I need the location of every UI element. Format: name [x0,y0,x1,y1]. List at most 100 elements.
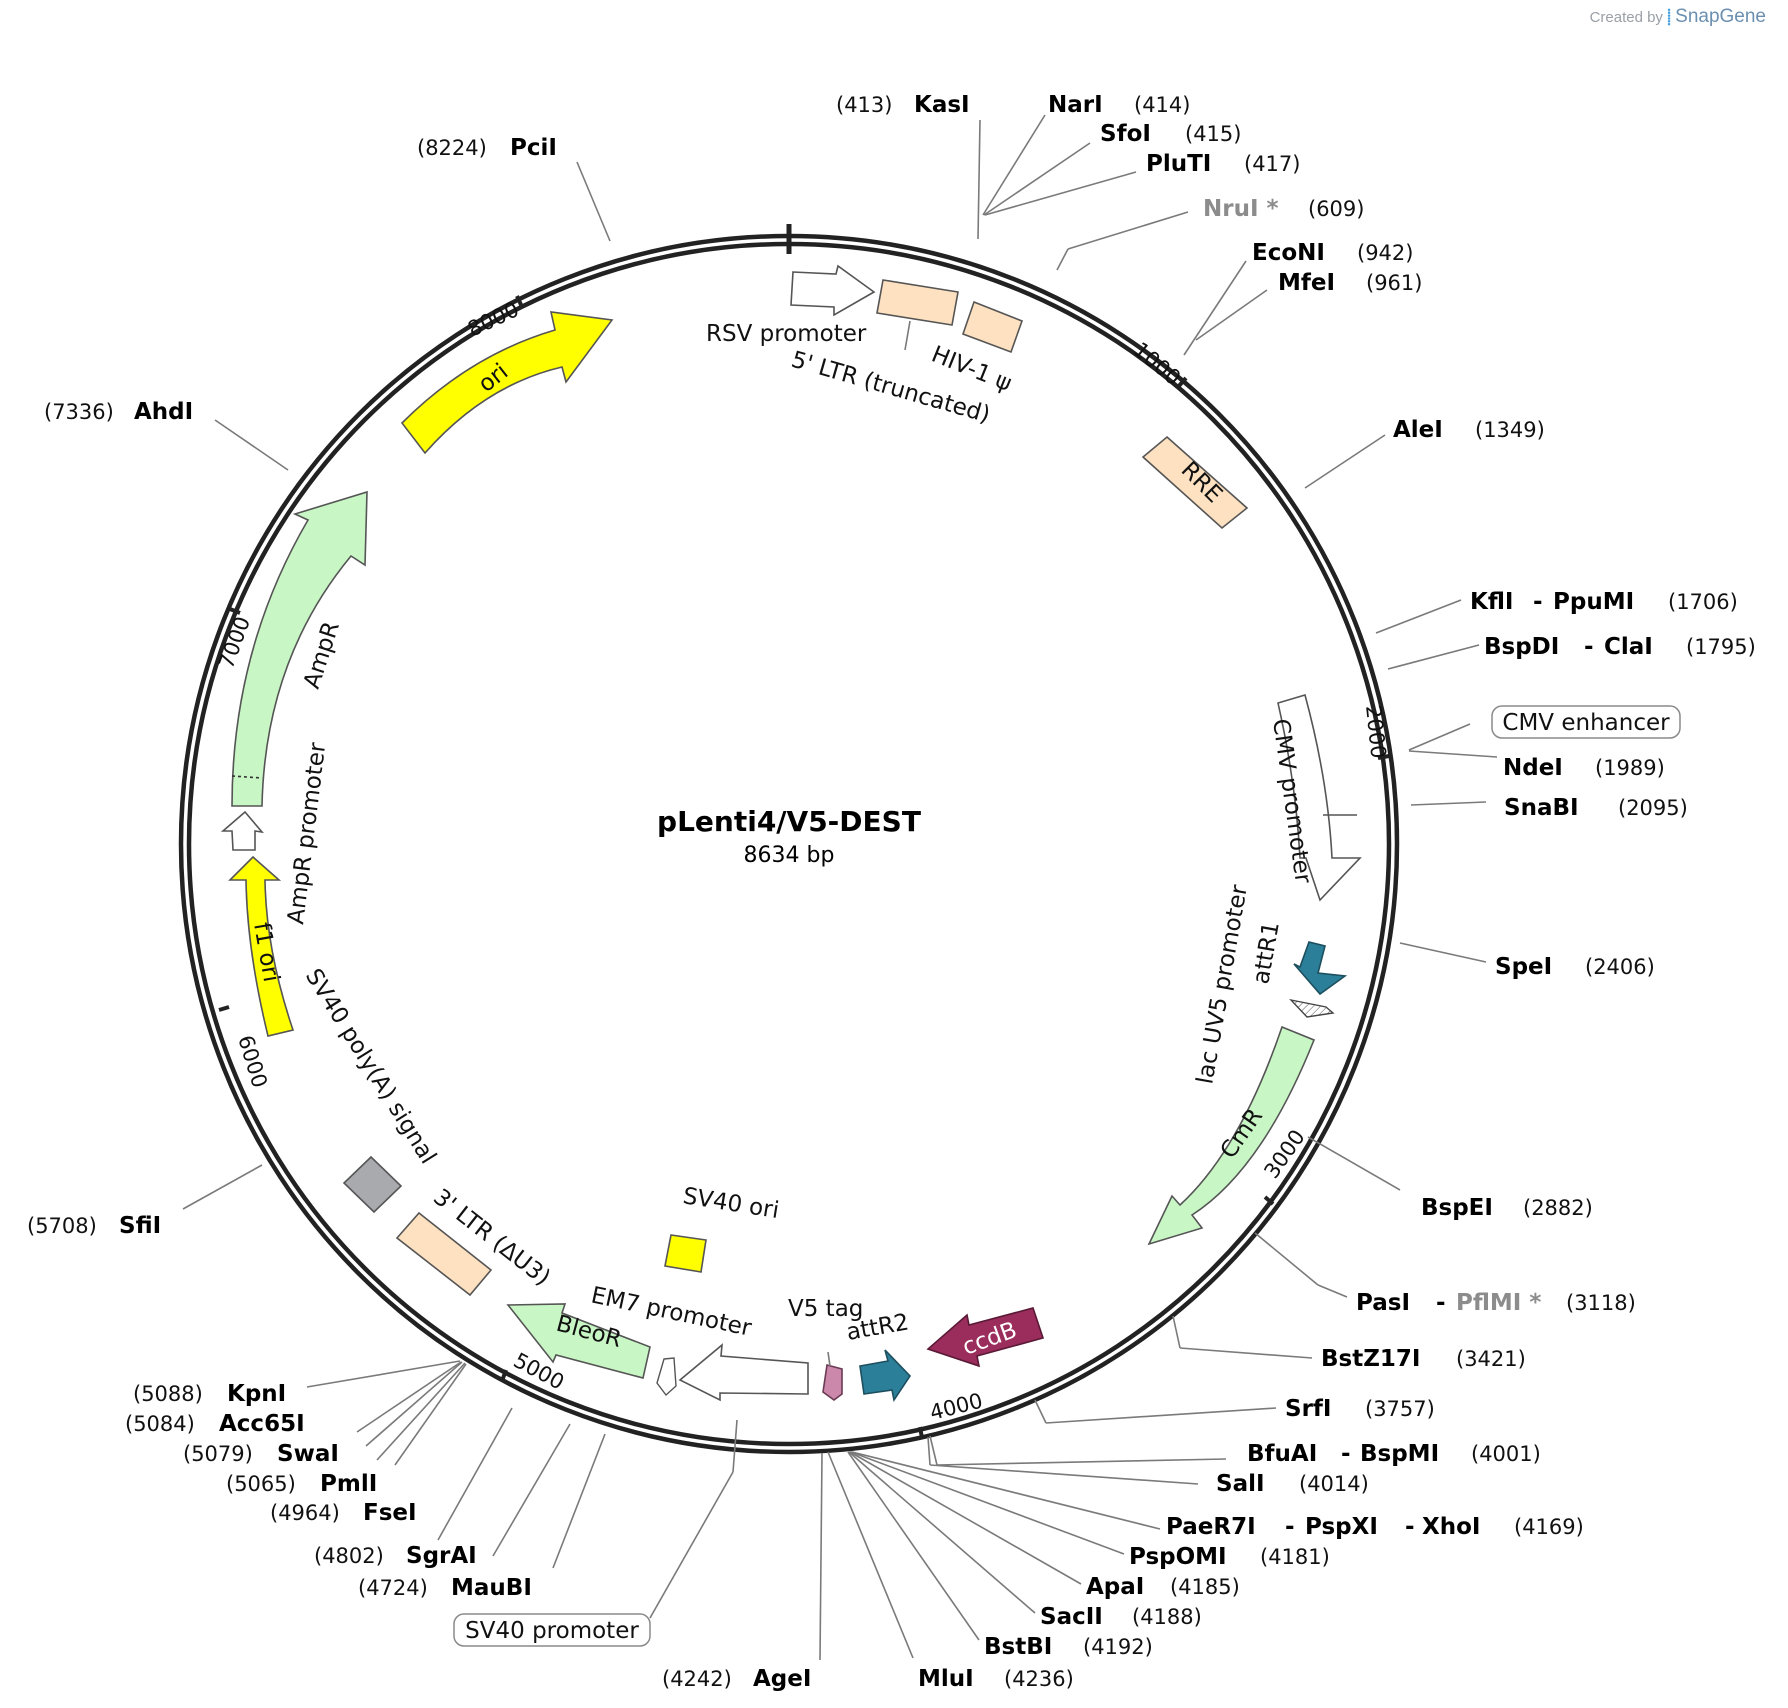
feature-attr2[interactable] [859,1349,912,1403]
site-pos-pcii: (8224) [417,136,487,160]
site-pcii[interactable]: PciI [510,135,557,161]
site-dash-bspdi: - [1584,634,1594,660]
site-pos-apai: (4185) [1170,1575,1240,1599]
site-mfei[interactable]: MfeI [1278,270,1335,296]
site-pos-fsei: (4964) [270,1501,340,1525]
sv40-promoter-box [453,1613,651,1647]
site-bspmi[interactable]: BspMI [1360,1441,1439,1467]
site-pos-sfii: (5708) [27,1214,97,1238]
site-sfii[interactable]: SfiI [119,1213,161,1239]
site-srfi[interactable]: SrfI [1285,1396,1331,1422]
feature-ampr-promoter[interactable] [220,810,264,851]
site-pluti[interactable]: PluTI [1146,151,1211,177]
site-pos-pmli: (5065) [226,1472,296,1496]
site-pasi[interactable]: PasI [1356,1290,1410,1316]
site-snabi[interactable]: SnaBI [1504,795,1579,821]
feature-3ltr[interactable] [395,1211,493,1297]
site-mlui[interactable]: MluI [918,1666,974,1692]
site-kpni[interactable]: KpnI [227,1381,286,1407]
site-pspxi[interactable]: PspXI [1305,1514,1378,1540]
feature-sv40-polya[interactable] [342,1155,403,1214]
site-pos-alei: (1349) [1475,418,1545,442]
site-bstbi[interactable]: BstBI [984,1634,1052,1660]
site-sacii[interactable]: SacII [1040,1604,1103,1630]
feature-label-sv40-polya: SV40 poly(A) signal [300,964,441,1168]
site-pos-nari: (414) [1134,93,1190,117]
site-dash-pspxi: - [1405,1514,1415,1540]
boxed-label-sv40-promoter: SV40 promoter [465,1618,639,1644]
site-bspei[interactable]: BspEI [1421,1195,1493,1221]
feature-rsv-promoter[interactable] [790,264,876,317]
site-ahdi[interactable]: AhdI [134,399,193,425]
site-agei[interactable]: AgeI [753,1666,811,1692]
site-pos-pspomi: (4181) [1260,1545,1330,1569]
feature-v5-tag[interactable] [822,1363,843,1401]
site-acc65i[interactable]: Acc65I [219,1411,305,1437]
feature-sv40-ori[interactable] [664,1234,707,1273]
site-pos-sgrai: (4802) [314,1544,384,1568]
site-nrui[interactable]: NruI * [1203,196,1279,222]
site-pos-mfei: (961) [1366,271,1422,295]
boxed-label-cmv-enhancer: CMV enhancer [1502,710,1670,736]
site-ndei[interactable]: NdeI [1503,755,1563,781]
leader-sv40-promoter [732,1419,738,1473]
feature-label-ampr-promoter: AmpR promoter [283,741,331,926]
feature-cmr[interactable] [1147,1025,1316,1246]
feature-lac-uv5-promoter[interactable] [1288,998,1335,1018]
site-kfli[interactable]: KflI [1470,589,1513,615]
site-pos-xhoi: (4169) [1514,1515,1584,1539]
leader-sv40-promoter-2 [649,1471,734,1619]
site-econi[interactable]: EcoNI [1252,240,1325,266]
feature-ori[interactable] [400,311,614,455]
site-pos-maubi: (4724) [358,1576,428,1600]
site-dash-pasi: - [1436,1290,1446,1316]
site-pmli[interactable]: PmlI [320,1471,377,1497]
site-pos-bstbi: (4192) [1083,1635,1153,1659]
leader-v5-tag [827,1351,831,1367]
site-leaders [182,114,1498,1661]
site-bstz17i[interactable]: BstZ17I [1321,1346,1420,1372]
ampr-promoter-boundary [231,775,263,779]
feature-ccdb[interactable] [926,1307,1045,1368]
feature-label-ampr: AmpR [299,618,345,691]
site-kasi[interactable]: KasI [914,92,970,118]
plasmid-name: pLenti4/V5-DEST [657,805,921,838]
site-swai[interactable]: SwaI [277,1441,339,1467]
site-pos-sali: (4014) [1299,1472,1369,1496]
site-bspdi[interactable]: BspDI [1484,634,1559,660]
site-pos-sacii: (4188) [1132,1605,1202,1629]
feature-rre[interactable] [1141,435,1249,530]
site-maubi[interactable]: MauBI [451,1575,532,1601]
feature-em7-promoter[interactable] [678,1343,809,1402]
site-spei[interactable]: SpeI [1495,954,1552,980]
site-paer7i[interactable]: PaeR7I [1166,1514,1256,1540]
plasmid-length: 8634 bp [744,843,835,868]
feature-hiv1-psi[interactable] [961,300,1024,354]
feature-ampr[interactable] [231,490,368,807]
site-pflmi[interactable]: PflMI * [1456,1290,1541,1316]
site-clai[interactable]: ClaI [1604,634,1653,660]
feature-attr1[interactable] [1293,941,1348,996]
feature-em7-small-arrow[interactable] [656,1357,677,1397]
site-fsei[interactable]: FseI [363,1500,417,1526]
site-labels: (413) KasI NarI (414) SfoI (415) PluTI (… [27,92,1756,1692]
tick-label-2000: 2000 [1361,704,1390,760]
site-sfoi[interactable]: SfoI [1100,121,1151,147]
site-pos-ppumi: (1706) [1668,590,1738,614]
feature-cmv-promoter[interactable] [1277,694,1362,902]
site-apai[interactable]: ApaI [1086,1574,1144,1600]
feature-f1-ori[interactable] [228,855,295,1037]
feature-5ltr[interactable] [876,279,959,326]
site-sgrai[interactable]: SgrAI [406,1543,477,1569]
site-xhoi[interactable]: XhoI [1422,1514,1480,1540]
feature-bleor[interactable] [506,1303,651,1379]
tick-4000 [918,1426,924,1439]
feature-label-v5-tag: V5 tag [788,1296,863,1322]
site-pspomi[interactable]: PspOMI [1129,1544,1227,1570]
site-ppumi[interactable]: PpuMI [1553,589,1634,615]
site-pos-kpni: (5088) [133,1382,203,1406]
site-nari[interactable]: NarI [1048,92,1103,118]
site-sali[interactable]: SalI [1216,1471,1265,1497]
site-alei[interactable]: AleI [1393,417,1443,443]
site-bfuai[interactable]: BfuAI [1247,1441,1317,1467]
